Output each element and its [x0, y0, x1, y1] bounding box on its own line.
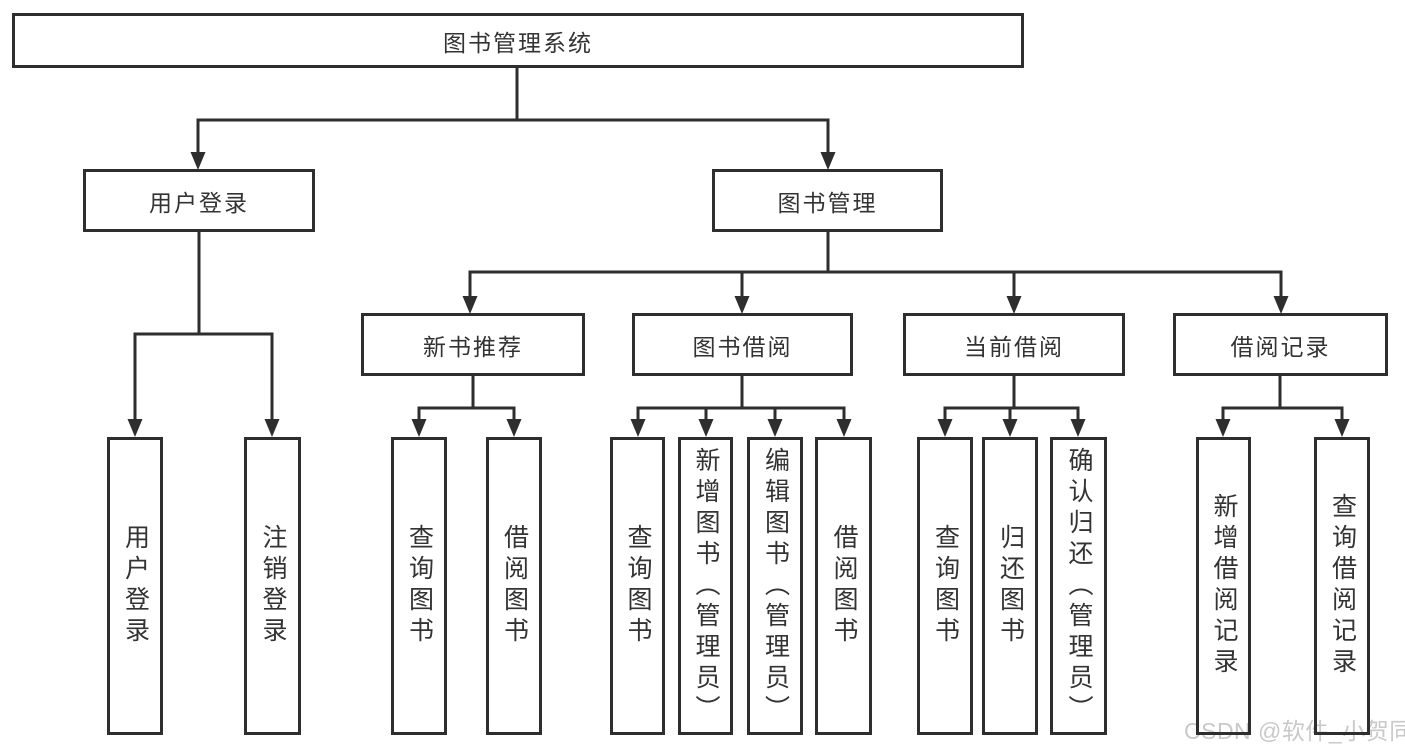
node-label: 查询图书 — [931, 524, 960, 648]
leaf-borrow-books: 借阅图书 — [815, 437, 872, 735]
node-label: 用户登录 — [149, 189, 249, 216]
node-label: 注销登录 — [259, 524, 287, 648]
node-book-borrowing: 图书借阅 — [632, 313, 853, 376]
node-label: 确认归还（管理员） — [1065, 446, 1093, 726]
leaf-borrow-books-recommend: 借阅图书 — [486, 437, 542, 735]
node-label: 图书管理 — [777, 189, 878, 216]
leaf-return-books: 归还图书 — [982, 437, 1038, 735]
node-label: 用户登录 — [121, 524, 150, 648]
node-label: 归还图书 — [996, 524, 1025, 648]
node-label: 查询图书 — [405, 524, 434, 648]
leaf-add-borrow-record: 新增借阅记录 — [1196, 437, 1251, 735]
node-borrowing-records: 借阅记录 — [1173, 313, 1388, 376]
node-label: 新增图书（管理员） — [692, 446, 720, 726]
node-label: 借阅图书 — [500, 524, 529, 648]
node-current-borrowing: 当前借阅 — [903, 313, 1125, 376]
node-label: 借阅记录 — [1230, 333, 1331, 360]
leaf-query-books-borrowing: 查询图书 — [610, 437, 665, 735]
leaf-logout: 注销登录 — [244, 437, 301, 735]
node-label: 图书借阅 — [692, 333, 793, 360]
node-new-book-recommendation: 新书推荐 — [361, 313, 585, 376]
leaf-query-books-recommend: 查询图书 — [391, 437, 447, 735]
node-label: 查询借阅记录 — [1328, 493, 1357, 679]
leaf-confirm-return-admin: 确认归还（管理员） — [1050, 437, 1107, 735]
node-label: 借阅图书 — [830, 524, 858, 648]
node-label: 新增借阅记录 — [1210, 493, 1238, 679]
node-label: 图书管理系统 — [443, 29, 593, 56]
node-label: 新书推荐 — [423, 333, 523, 360]
node-label: 编辑图书（管理员） — [761, 446, 790, 726]
node-library-management-system: 图书管理系统 — [12, 13, 1024, 68]
leaf-user-login: 用户登录 — [107, 437, 163, 735]
leaf-query-books-current: 查询图书 — [917, 437, 973, 735]
node-book-management: 图书管理 — [712, 169, 943, 232]
leaf-add-book-admin: 新增图书（管理员） — [678, 437, 733, 735]
leaf-edit-book-admin: 编辑图书（管理员） — [747, 437, 803, 735]
node-label: 查询图书 — [624, 524, 652, 648]
leaf-query-borrow-record: 查询借阅记录 — [1314, 437, 1370, 735]
node-user-login: 用户登录 — [83, 169, 315, 232]
node-label: 当前借阅 — [964, 333, 1064, 360]
